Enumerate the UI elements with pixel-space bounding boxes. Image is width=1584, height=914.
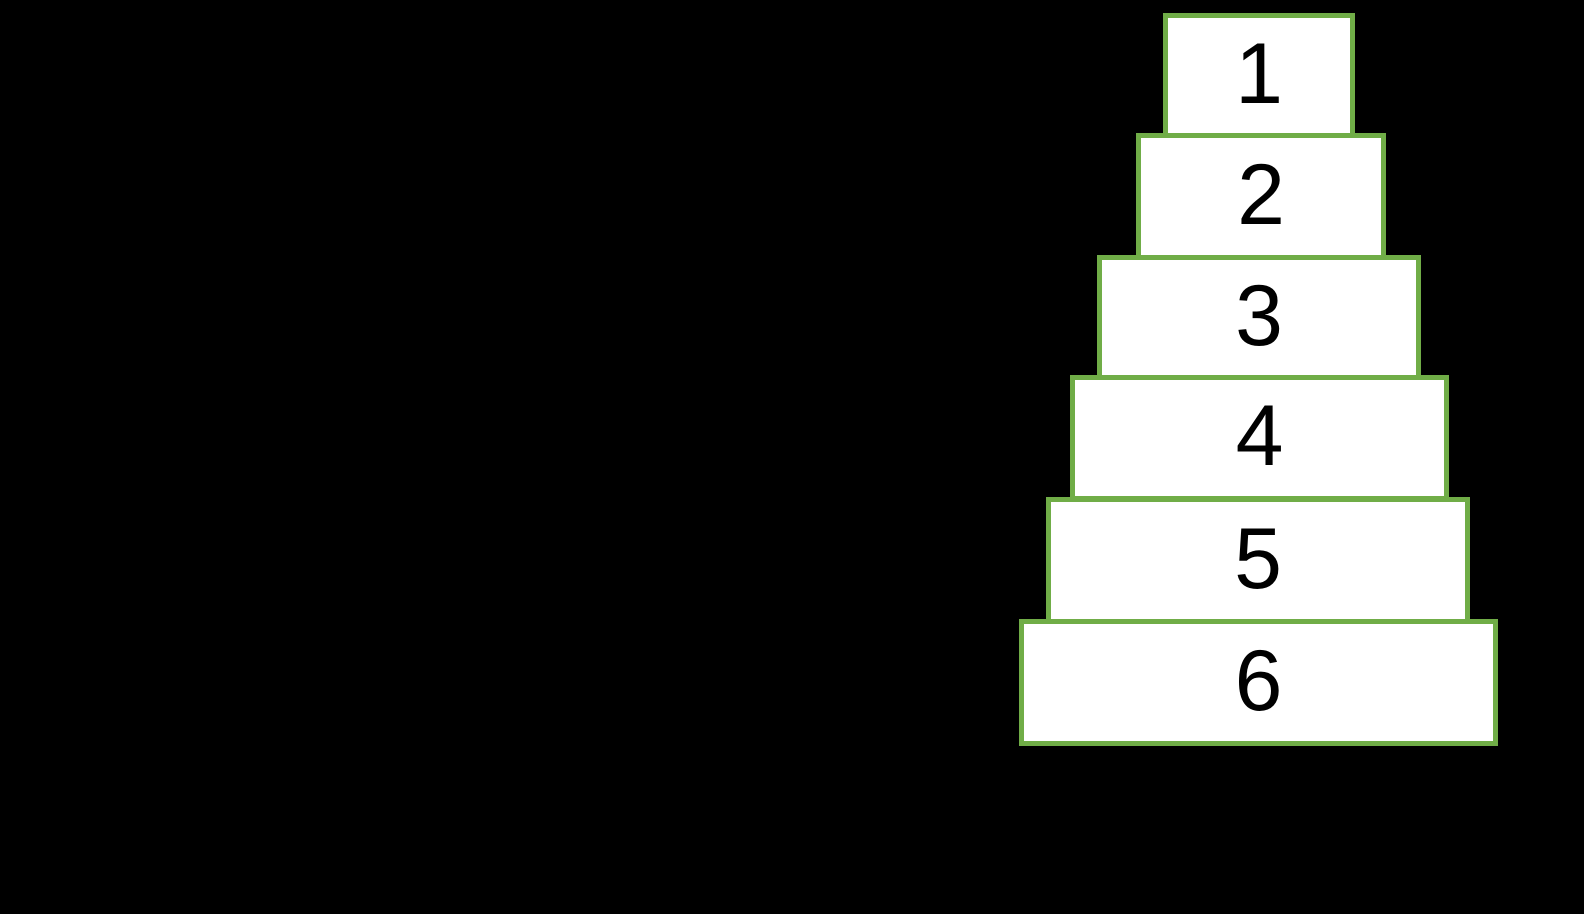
step-label: 4 (1235, 388, 1284, 484)
step-label: 5 (1234, 510, 1282, 607)
pyramid-step-3: 3 (1097, 255, 1421, 381)
pyramid-step-6: 6 (1019, 619, 1498, 746)
step-label: 1 (1235, 26, 1283, 122)
pyramid-step-5: 5 (1046, 497, 1470, 624)
step-label: 6 (1234, 632, 1283, 729)
step-label: 3 (1235, 268, 1283, 364)
pyramid-step-4: 4 (1070, 375, 1449, 501)
step-label: 2 (1237, 147, 1285, 243)
pyramid-step-2: 2 (1136, 133, 1386, 261)
pyramid-step-1: 1 (1163, 13, 1355, 139)
